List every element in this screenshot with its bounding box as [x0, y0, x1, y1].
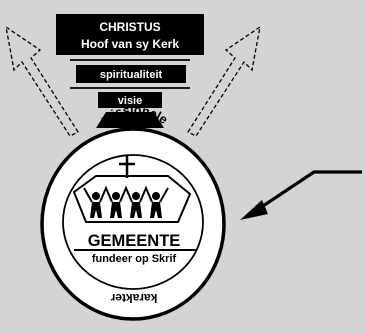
right-dashed-arrow [187, 25, 261, 137]
christus-box [56, 14, 204, 55]
visie-bar [98, 92, 162, 108]
spiritualiteit-label: spiritualiteit [100, 69, 163, 81]
christus-subtitle: Hoof van sy Kerk [81, 37, 179, 51]
visie-label: visie [118, 95, 142, 107]
christus-title: CHRISTUS [99, 20, 160, 34]
gemeente-title: GEMEENTE [88, 232, 181, 250]
pointer-arrowhead [240, 200, 268, 220]
pointer-line [259, 170, 362, 210]
fundeer-subtitle: fundeer op Skrif [92, 253, 177, 265]
left-dashed-arrow [5, 25, 79, 137]
funnel-shape [96, 112, 164, 128]
karakter-arc-text: karakter [110, 291, 157, 305]
spiritualiteit-bar [76, 65, 186, 83]
cross-and-church-people-icon [72, 156, 192, 223]
